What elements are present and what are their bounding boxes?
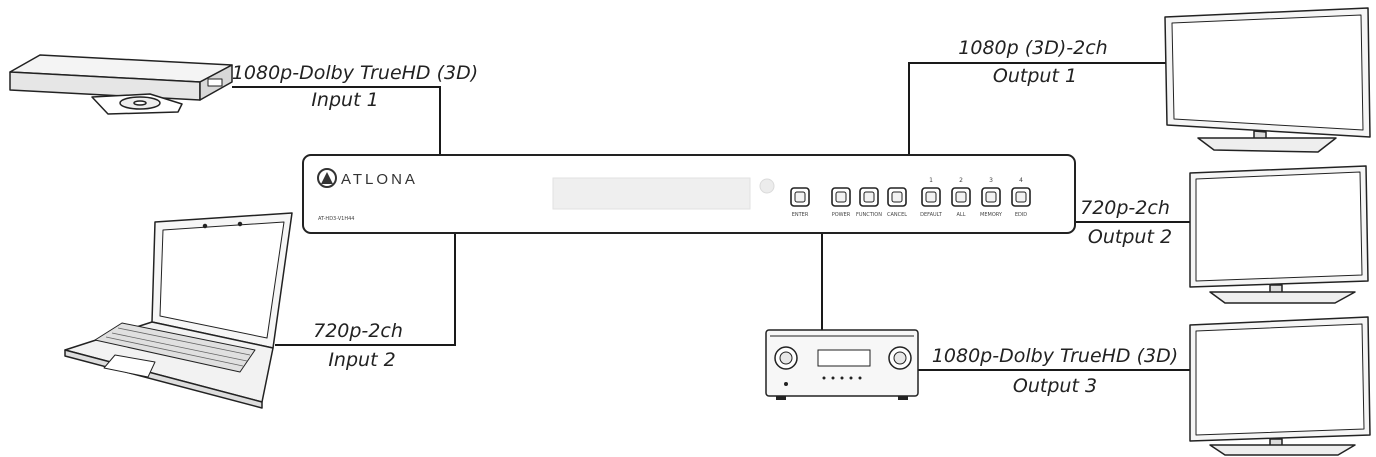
cable-output1 — [908, 62, 1170, 155]
front-button-number: 3 — [989, 177, 993, 184]
display1-stand-base — [1197, 137, 1337, 153]
display1-screen — [1171, 14, 1364, 131]
bluray-panel-detail — [207, 78, 223, 87]
switcher-model-label: AT-HD3-V1H44 — [318, 216, 354, 222]
cable-input2 — [275, 232, 456, 346]
front-button-label: ALL — [957, 212, 966, 218]
front-button-label: EDID — [1015, 212, 1027, 218]
receiver-display — [817, 349, 871, 367]
input1-format-label: 1080p-Dolby TrueHD (3D) — [232, 62, 478, 84]
receiver-foot-left — [776, 396, 786, 400]
output1-port-label: Output 1 — [993, 65, 1077, 87]
output3-labels: 1080p-Dolby TrueHD (3D) Output 3 — [932, 345, 1178, 397]
cables — [232, 62, 1190, 371]
front-button-face[interactable] — [1015, 191, 1027, 203]
ir-sensor — [759, 178, 775, 194]
lcd-display — [552, 177, 751, 210]
cable-input1 — [232, 86, 441, 155]
front-button-number: 2 — [959, 177, 963, 184]
display2-screen — [1195, 171, 1363, 282]
laptop-key-rows — [105, 327, 251, 367]
bluray-player — [9, 54, 233, 115]
front-button-face[interactable] — [955, 191, 967, 203]
laptop-camera-right — [237, 221, 243, 227]
receiver-buttons — [822, 376, 862, 380]
input2-format-label: 720p-2ch — [313, 320, 403, 342]
display3-screen — [1195, 323, 1365, 436]
display-output2 — [1189, 165, 1369, 304]
input1-labels: 1080p-Dolby TrueHD (3D) Input 1 — [232, 62, 478, 111]
output2-labels: 720p-2ch Output 2 — [1080, 197, 1172, 248]
front-button-face[interactable] — [863, 191, 875, 203]
receiver-right-knob-inner — [893, 351, 907, 365]
output1-format-label: 1080p (3D)-2ch — [958, 37, 1107, 59]
receiver-foot-right — [898, 396, 908, 400]
display2-stand-base — [1209, 291, 1356, 304]
atlona-logo-mark — [321, 172, 333, 184]
front-button-label: POWER — [832, 212, 851, 218]
front-button-cancel[interactable]: CANCEL — [887, 187, 907, 218]
front-button-number: 1 — [929, 177, 933, 184]
laptop — [64, 212, 293, 409]
front-button-number: 4 — [1019, 177, 1023, 184]
output2-port-label: Output 2 — [1088, 226, 1172, 248]
output3-port-label: Output 3 — [1013, 375, 1097, 397]
front-button-face[interactable] — [891, 191, 903, 203]
front-button-face[interactable] — [985, 191, 997, 203]
front-button-power[interactable]: POWER — [831, 187, 851, 218]
front-button-face[interactable] — [835, 191, 847, 203]
front-button-function[interactable]: FUNCTION — [856, 187, 882, 218]
laptop-screen — [159, 221, 285, 339]
output2-format-label: 720p-2ch — [1080, 197, 1170, 219]
disc-hub — [133, 100, 147, 106]
input1-port-label: Input 1 — [311, 89, 378, 111]
laptop-touchpad — [103, 354, 156, 378]
display3-stand-base — [1209, 444, 1356, 456]
receiver-power-button — [784, 382, 788, 386]
input2-port-label: Input 2 — [328, 349, 395, 371]
laptop-camera-left — [202, 223, 208, 229]
atlona-logo: ATLONA — [317, 168, 418, 188]
input2-labels: 720p-2ch Input 2 — [313, 320, 403, 371]
front-button-label: CANCEL — [887, 212, 907, 218]
receiver-left-knob-inner — [779, 351, 793, 365]
display-output1 — [1164, 7, 1371, 153]
brand-logo: ATLONA — [341, 171, 418, 188]
output3-format-label: 1080p-Dolby TrueHD (3D) — [932, 345, 1178, 367]
output1-labels: 1080p (3D)-2ch Output 1 — [958, 37, 1107, 87]
front-button-face[interactable] — [925, 191, 937, 203]
av-receiver — [765, 329, 919, 400]
front-button-enter[interactable]: ENTER — [790, 187, 810, 218]
display-output3 — [1189, 316, 1371, 456]
front-button-label: DEFAULT — [920, 212, 943, 218]
front-button-label: FUNCTION — [856, 212, 882, 218]
front-button-label: ENTER — [792, 212, 809, 218]
front-button-face[interactable] — [794, 191, 806, 203]
front-button-label: MEMORY — [980, 212, 1003, 218]
matrix-switcher: ATLONA AT-HD3-V1H44 ENTER POWER FUNCTION CA… — [302, 154, 1076, 234]
